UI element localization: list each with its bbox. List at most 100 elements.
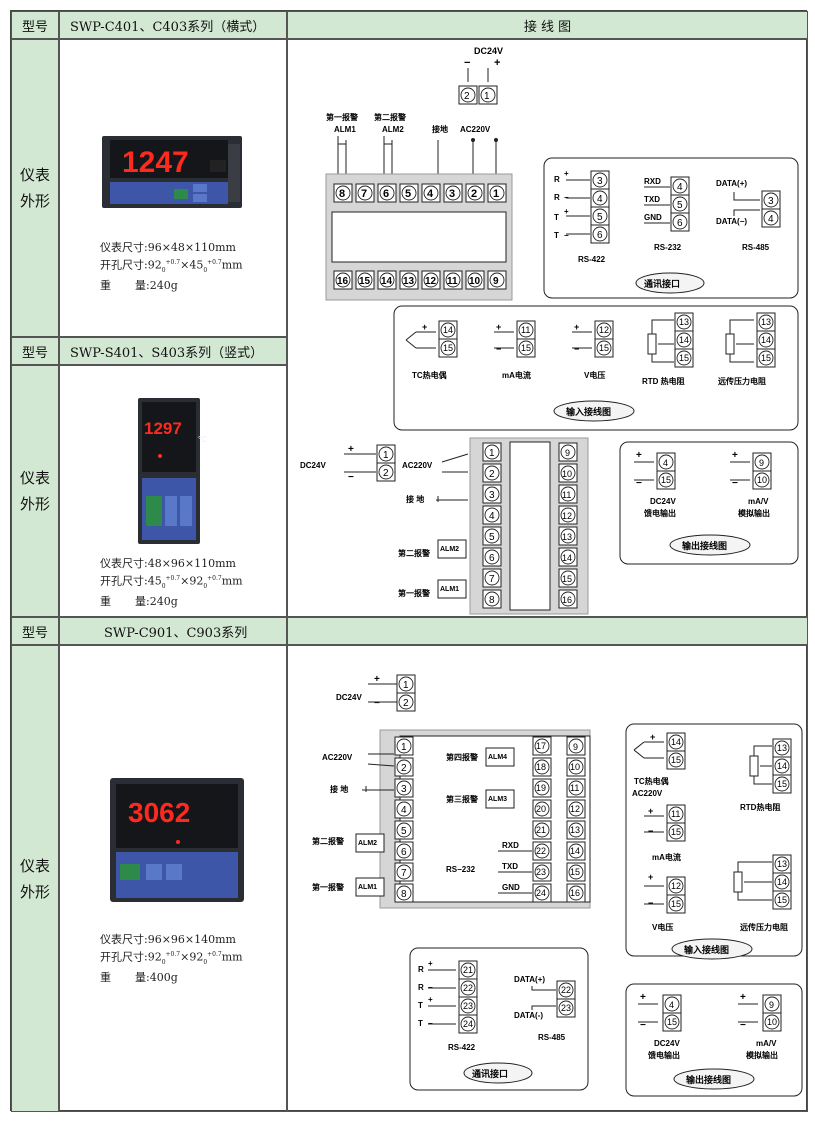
svg-text:−: −	[574, 344, 579, 354]
svg-text:13: 13	[777, 743, 787, 753]
svg-text:14: 14	[777, 877, 787, 887]
svg-text:+: +	[496, 322, 501, 332]
svg-text:12: 12	[671, 881, 681, 891]
svg-text:21: 21	[463, 965, 473, 975]
spec-sheet: 型号 SWP-C401、C403系列（横式） 接 线 图 仪表外形 1247 仪…	[10, 10, 808, 1112]
svg-text:+: +	[564, 207, 569, 216]
svg-text:4: 4	[677, 182, 683, 193]
svg-text:ALM1: ALM1	[358, 884, 377, 891]
svg-text:2: 2	[403, 698, 409, 709]
svg-text:12: 12	[562, 511, 572, 521]
svg-text:3062: 3062	[128, 797, 190, 828]
svg-text:mA/V: mA/V	[748, 497, 769, 506]
svg-text:15: 15	[671, 755, 681, 765]
svg-text:6: 6	[677, 218, 683, 229]
diagram-header: 接 线 图	[287, 11, 808, 39]
svg-text:13: 13	[777, 859, 787, 869]
svg-text:10: 10	[767, 1017, 777, 1027]
svg-text:23: 23	[463, 1001, 473, 1011]
svg-text:+: +	[494, 57, 500, 69]
svg-text:2: 2	[401, 763, 407, 774]
svg-text:3: 3	[768, 196, 774, 207]
svg-text:第一报警: 第一报警	[326, 112, 358, 122]
svg-text:13: 13	[570, 825, 580, 835]
svg-text:14: 14	[761, 335, 771, 345]
svg-text:DC24V: DC24V	[650, 497, 676, 506]
svg-text:输出接线图: 输出接线图	[686, 1074, 731, 1085]
svg-text:第二报警: 第二报警	[374, 112, 406, 122]
svg-text:10: 10	[562, 469, 572, 479]
svg-text:−: −	[740, 1020, 746, 1031]
svg-text:第四报警: 第四报警	[446, 752, 478, 762]
svg-text:10: 10	[570, 762, 580, 772]
svg-text:ALM3: ALM3	[488, 796, 507, 803]
svg-text:+: +	[348, 444, 354, 455]
svg-text:ALM1: ALM1	[334, 125, 356, 134]
svg-text:6: 6	[383, 188, 389, 200]
svg-text:2: 2	[383, 468, 389, 479]
svg-text:ALM2: ALM2	[358, 840, 377, 847]
svg-text:第二报警: 第二报警	[312, 836, 344, 846]
type-label: 型号	[11, 337, 59, 365]
appearance-label: 仪表外形	[11, 39, 59, 337]
svg-text:第二报警: 第二报警	[398, 548, 430, 558]
svg-text:15: 15	[599, 343, 609, 353]
svg-text:°C: °C	[198, 435, 207, 444]
svg-text:R: R	[418, 983, 424, 992]
svg-text:14: 14	[570, 846, 580, 856]
svg-text:16: 16	[570, 888, 580, 898]
svg-text:1: 1	[383, 450, 389, 461]
svg-text:DATA(+): DATA(+)	[716, 179, 747, 188]
svg-text:−: −	[496, 344, 501, 354]
svg-text:15: 15	[359, 276, 371, 287]
svg-text:第一报警: 第一报警	[312, 882, 344, 892]
svg-text:9: 9	[769, 1000, 774, 1010]
svg-text:馈电输出: 馈电输出	[647, 1050, 680, 1060]
svg-text:15: 15	[777, 779, 787, 789]
svg-text:5: 5	[597, 212, 603, 223]
svg-text:第一报警: 第一报警	[398, 588, 430, 598]
type-label: 型号	[11, 11, 59, 39]
svg-text:+: +	[636, 450, 642, 461]
svg-text:13: 13	[679, 317, 689, 327]
svg-text:DC24V: DC24V	[336, 693, 362, 702]
svg-text:AC220V: AC220V	[322, 753, 353, 762]
svg-text:7: 7	[361, 188, 367, 200]
svg-text:−: −	[732, 478, 738, 489]
svg-text:11: 11	[521, 325, 530, 335]
svg-text:DATA(+): DATA(+)	[514, 975, 545, 984]
svg-text:T: T	[418, 1001, 423, 1010]
svg-text:T: T	[418, 1019, 423, 1028]
svg-text:9: 9	[759, 458, 764, 468]
svg-text:21: 21	[536, 825, 546, 835]
svg-text:模拟输出: 模拟输出	[746, 1050, 778, 1060]
device-specs: 仪表尺寸:48×96×110mm 开孔尺寸:450+0.7×920+0.7mm …	[100, 557, 243, 608]
svg-text:11: 11	[562, 490, 571, 500]
svg-text:+: +	[574, 322, 579, 332]
svg-text:15: 15	[661, 475, 671, 485]
svg-text:GND: GND	[644, 213, 662, 222]
svg-text:1: 1	[493, 188, 499, 200]
device-photo-panel: 3062 仪表尺寸:96×96×140mm 开孔尺寸:920+0.7×920+0…	[59, 645, 287, 1112]
svg-text:−: −	[464, 57, 470, 69]
svg-text:6: 6	[489, 553, 495, 564]
svg-text:20: 20	[536, 804, 546, 814]
svg-text:T: T	[554, 213, 559, 222]
svg-text:AC220V: AC220V	[402, 461, 433, 470]
svg-text:14: 14	[443, 325, 453, 335]
svg-text:11: 11	[570, 783, 579, 793]
svg-text:DC24V: DC24V	[474, 46, 503, 56]
header-blank	[287, 617, 808, 645]
svg-text:15: 15	[761, 353, 771, 363]
svg-text:3: 3	[449, 188, 455, 200]
svg-text:6: 6	[401, 847, 407, 858]
svg-text:15: 15	[521, 343, 531, 353]
svg-text:4: 4	[669, 1000, 674, 1010]
square-meter-image: 3062	[110, 778, 244, 902]
svg-text:−: −	[374, 698, 380, 709]
svg-text:15: 15	[777, 895, 787, 905]
svg-text:远传压力电阻: 远传压力电阻	[718, 376, 766, 386]
svg-text:TXD: TXD	[502, 862, 518, 871]
svg-text:8: 8	[401, 889, 407, 900]
